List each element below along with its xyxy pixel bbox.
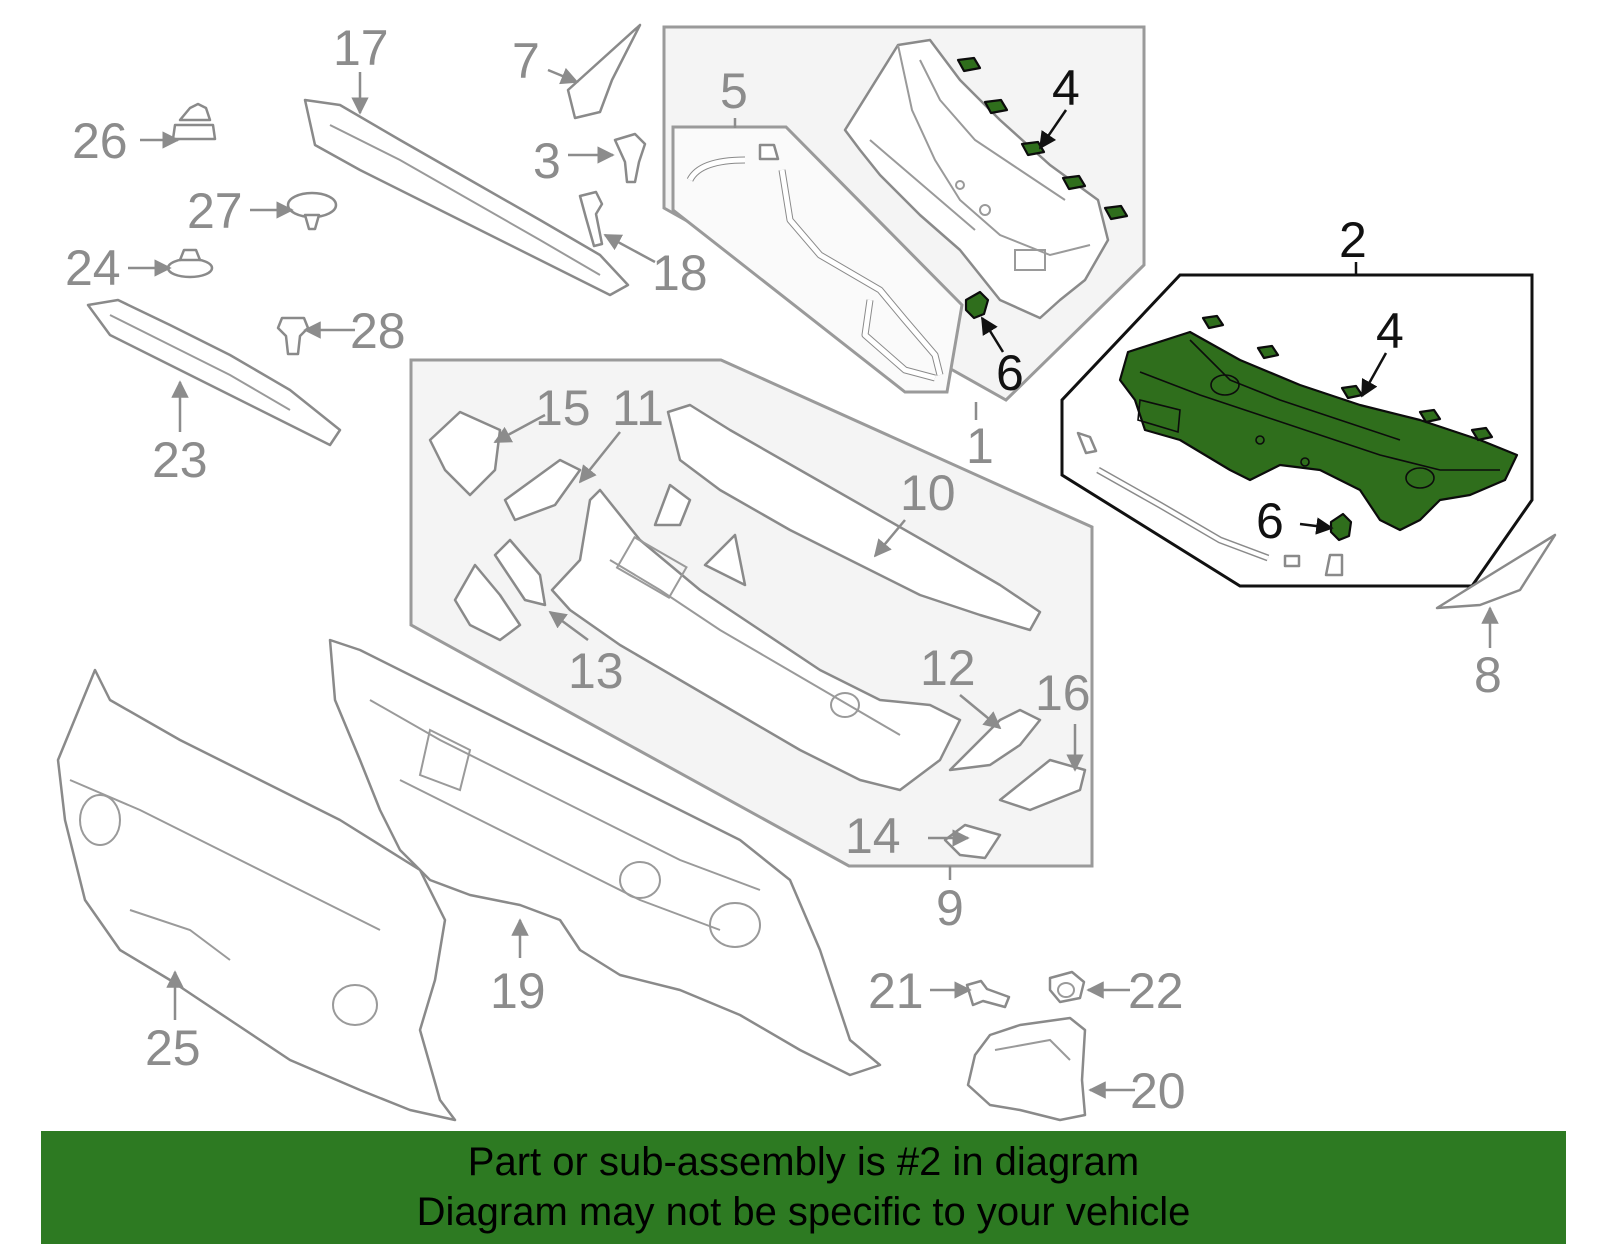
part-28: [276, 316, 310, 356]
callout-20: 20: [1130, 1063, 1186, 1119]
clip-set-upper: [956, 56, 1129, 221]
part-15: [428, 410, 502, 497]
callout-18: 18: [652, 245, 708, 301]
callout-2: 2: [1339, 212, 1367, 268]
part-23: [86, 298, 342, 447]
part-22: [1048, 970, 1086, 1004]
part-10: [666, 403, 1042, 632]
part-6-upper: [964, 290, 990, 320]
callout-27: 27: [187, 183, 243, 239]
part-9-cowl: [550, 488, 962, 792]
callout-25: 25: [145, 1020, 201, 1076]
callout-1: 1: [966, 418, 994, 474]
callout-11: 11: [612, 380, 664, 436]
callout-3: 3: [533, 133, 561, 189]
cowl-panel-assembly-highlighted: [1118, 330, 1519, 532]
part-11: [503, 458, 582, 522]
banner-line-1: Part or sub-assembly is #2 in diagram: [467, 1140, 1140, 1184]
part-8: [1435, 533, 1557, 610]
callout-13: 13: [568, 643, 624, 699]
washer-hose-lower: [1076, 431, 1344, 577]
part-17: [303, 98, 630, 297]
part-26: [171, 102, 217, 141]
callout-6-lower: 6: [1256, 493, 1284, 549]
callout-17: 17: [333, 20, 389, 76]
callout-24: 24: [65, 240, 121, 296]
part-bracket-small-a: [653, 483, 692, 527]
callout-12: 12: [920, 640, 976, 696]
callout-22: 22: [1128, 963, 1184, 1019]
callout-26: 26: [72, 113, 128, 169]
part-13: [453, 538, 547, 642]
callout-21: 21: [868, 963, 924, 1019]
leader-lines: [128, 67, 1499, 1099]
part-7: [566, 23, 642, 120]
callout-10: 10: [900, 465, 956, 521]
part-25: [56, 668, 457, 1122]
part-19: [328, 638, 882, 1077]
part-27: [286, 191, 338, 231]
part-16: [998, 758, 1087, 812]
info-banner: Part or sub-assembly is #2 in diagram Di…: [41, 1131, 1566, 1244]
callout-4-lower: 4: [1376, 303, 1404, 359]
callout-28: 28: [350, 303, 406, 359]
part-18: [578, 190, 604, 248]
part-3: [613, 132, 647, 184]
part-24: [166, 248, 214, 279]
callout-6-upper: 6: [996, 345, 1024, 401]
callout-14: 14: [845, 808, 901, 864]
callout-15: 15: [535, 380, 591, 436]
part-20: [966, 1016, 1087, 1122]
callout-16: 16: [1035, 665, 1091, 721]
part-21: [965, 979, 1011, 1009]
callout-8: 8: [1474, 647, 1502, 703]
group-box-5: [671, 125, 964, 394]
callout-5: 5: [720, 63, 748, 119]
callout-4-upper: 4: [1052, 60, 1080, 116]
callout-23: 23: [152, 432, 208, 488]
clip-set-lower: [1201, 314, 1494, 442]
part-bracket-small-b: [703, 533, 747, 587]
callout-9: 9: [936, 880, 964, 936]
washer-hose: [686, 143, 944, 382]
callout-7: 7: [512, 33, 540, 89]
callout-19: 19: [490, 963, 546, 1019]
cowl-panel-upper: [843, 38, 1110, 320]
banner-line-2: Diagram may not be specific to your vehi…: [416, 1190, 1191, 1234]
